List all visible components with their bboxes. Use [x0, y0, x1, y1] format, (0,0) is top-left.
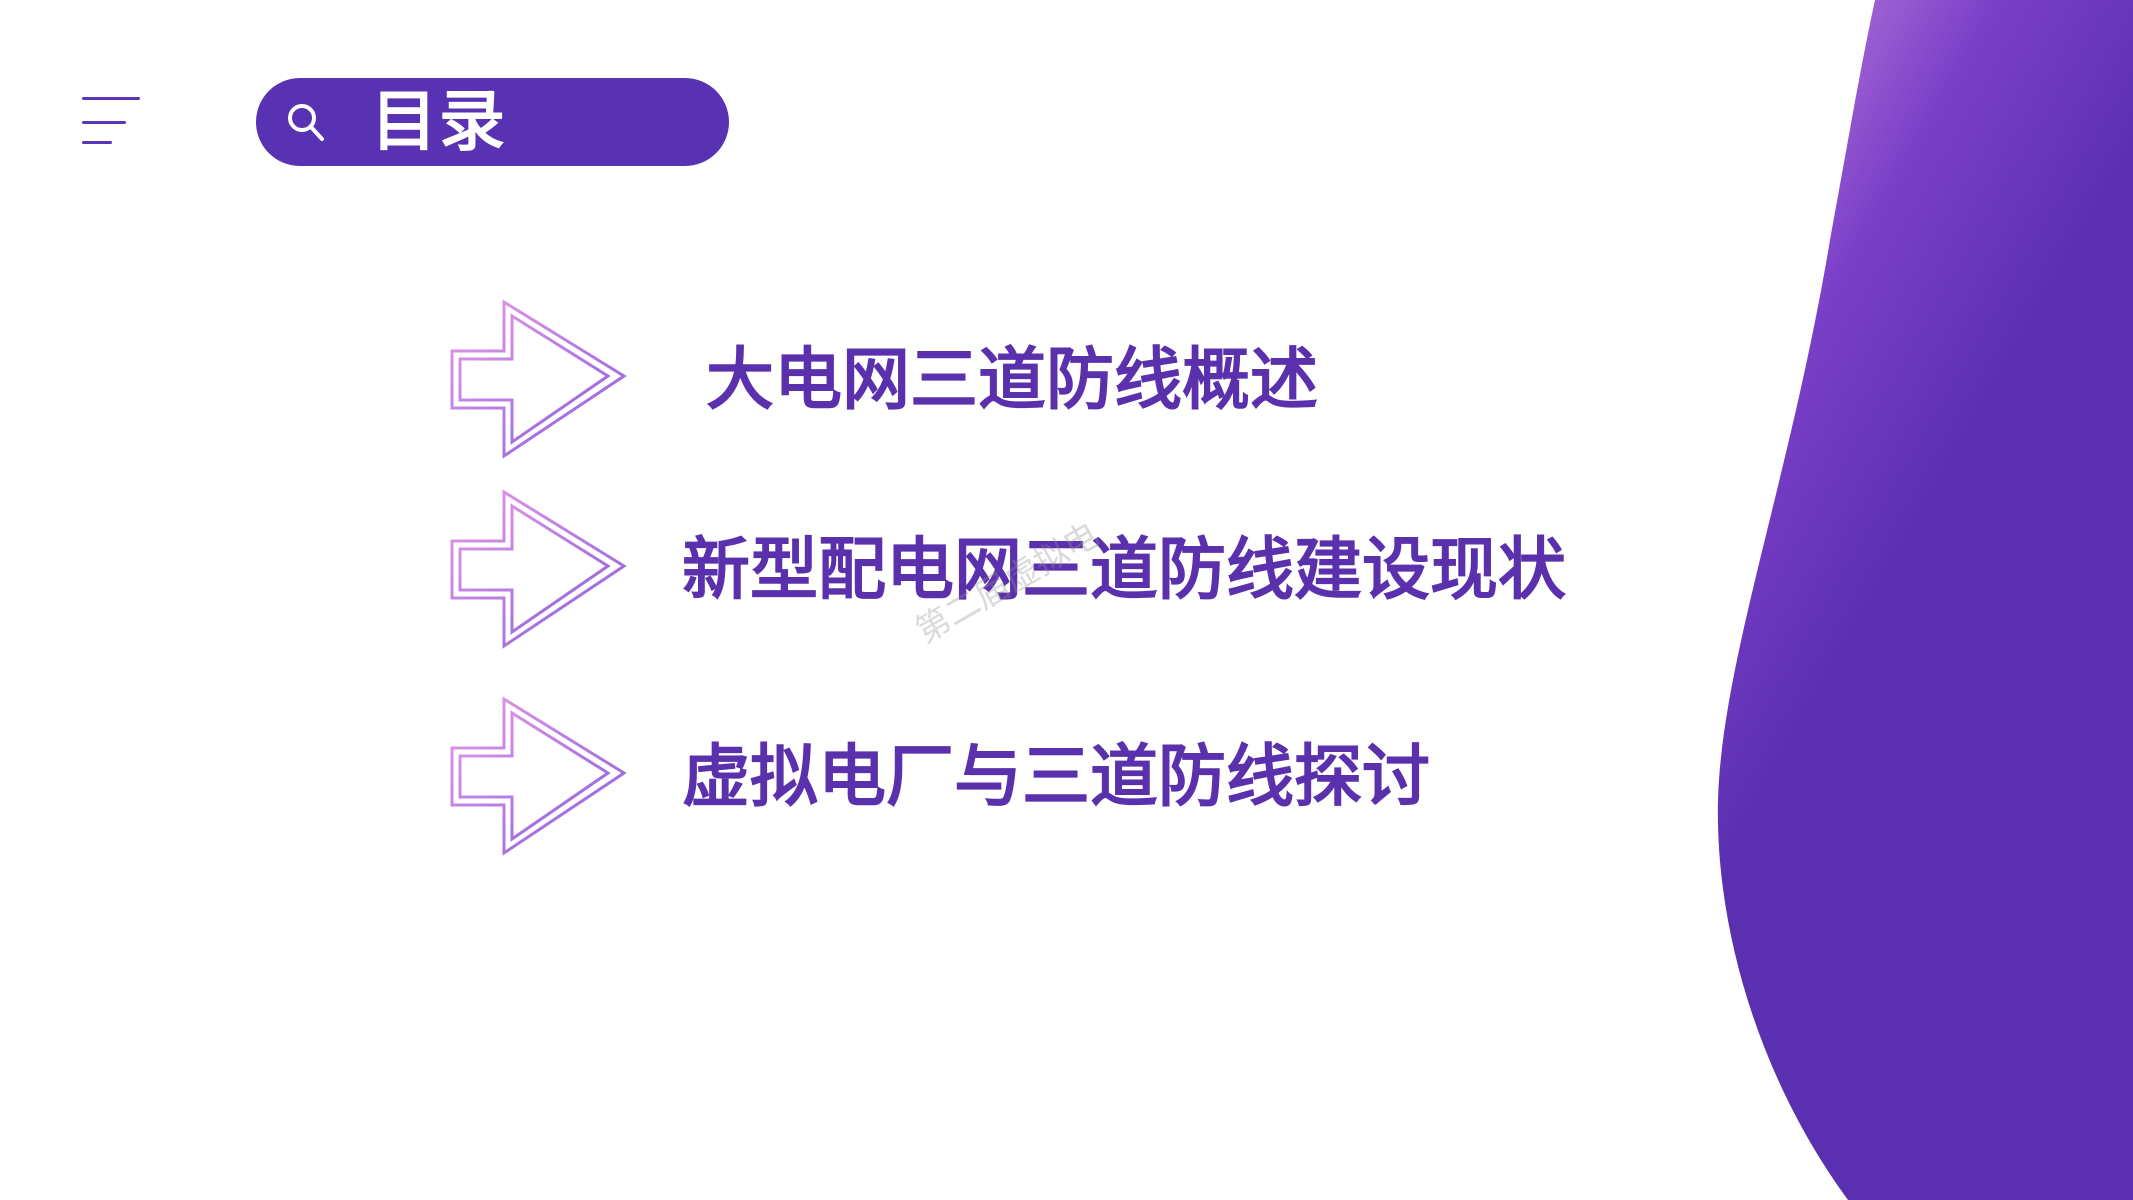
menu-lines-icon[interactable]	[82, 97, 144, 147]
arrow-right-outline-icon	[450, 489, 627, 649]
toc-item-3[interactable]: 虚拟电厂与三道防线探讨	[448, 693, 1548, 863]
page-title: 目录	[371, 83, 507, 160]
toc-item-1[interactable]: 大电网三道防线概述	[448, 296, 1348, 466]
arrow-right-outline-icon	[450, 299, 627, 459]
arrow-right-outline-icon	[450, 696, 627, 856]
toc-item-label: 大电网三道防线概述	[706, 341, 1319, 420]
toc-item-label: 新型配电网三道防线建设现状	[682, 531, 1567, 610]
toc-item-2[interactable]: 新型配电网三道防线建设现状	[448, 486, 1628, 656]
search-icon	[288, 104, 324, 141]
toc-item-label: 虚拟电厂与三道防线探讨	[682, 738, 1431, 817]
page-title-pill: 目录	[256, 78, 729, 166]
